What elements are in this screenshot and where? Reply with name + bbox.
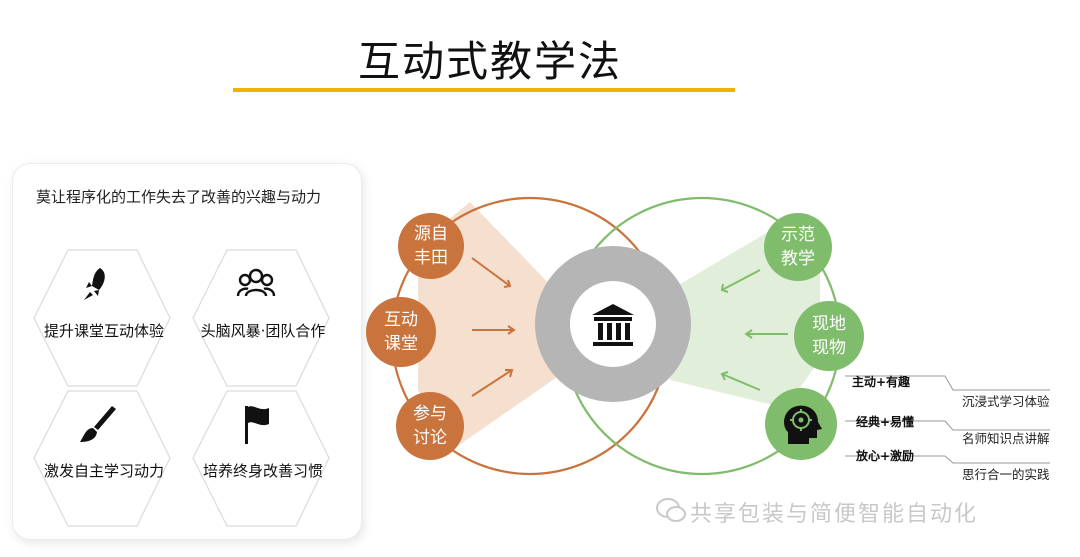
left-arrows [471,257,516,397]
node-text: 现物 [812,338,846,358]
pair-3: 放心+激励 [856,449,915,463]
benefit-label-3: 激发自主学习动力 [43,462,164,480]
hexagon-3 [33,390,171,527]
panel-heading: 莫让程序化的工作失去了改善的兴趣与动力 [36,188,322,206]
node-head [765,388,837,460]
pair-1: 主动+有趣 [852,375,911,389]
node-source-toyota: 源自丰田 [398,213,464,279]
center-disc [570,281,656,367]
benefit-label-1: 提升课堂互动体验 [43,322,164,340]
benefit-label-4: 培养终身改善习惯 [202,462,323,480]
node-on-site: 现地现物 [794,301,864,371]
node-text: 教学 [781,249,815,269]
page-title: 互动式教学法 [357,37,622,86]
head-target-icon [784,405,822,444]
hexagon-1 [33,249,171,387]
right-arrows [720,269,788,391]
node-text: 讨论 [413,428,447,448]
explanation-2: 名师知识点讲解 [962,431,1050,446]
node-text: 现地 [812,314,846,334]
hexagon-4 [192,390,330,527]
hexagon-2 [192,249,330,387]
pair-lines [845,375,1050,464]
wechat-icon [656,498,686,522]
team-icon [236,268,276,297]
node-text: 课堂 [384,334,418,354]
node-text: 参与 [413,404,447,424]
node-demonstration: 示范教学 [764,213,832,281]
flag-icon [245,406,269,444]
node-text: 互动 [384,310,418,330]
hexagon-grid [33,249,330,527]
institution-icon [592,304,634,346]
node-interactive-class: 互动课堂 [366,297,436,367]
watermark: 共享包装与简便智能自动化 [690,502,979,527]
node-text: 丰田 [414,248,448,268]
explanation-3: 思行合一的实践 [962,467,1050,482]
node-participation: 参与讨论 [396,392,464,460]
benefit-label-2: 头脑风暴·团队合作 [200,322,326,340]
rocket-icon [84,268,105,300]
title-underline [233,88,735,92]
pair-2: 经典+易懂 [856,415,915,429]
node-text: 源自 [414,224,448,244]
brush-icon [80,406,116,442]
node-text: 示范 [781,225,815,245]
explanation-1: 沉浸式学习体验 [962,394,1050,409]
